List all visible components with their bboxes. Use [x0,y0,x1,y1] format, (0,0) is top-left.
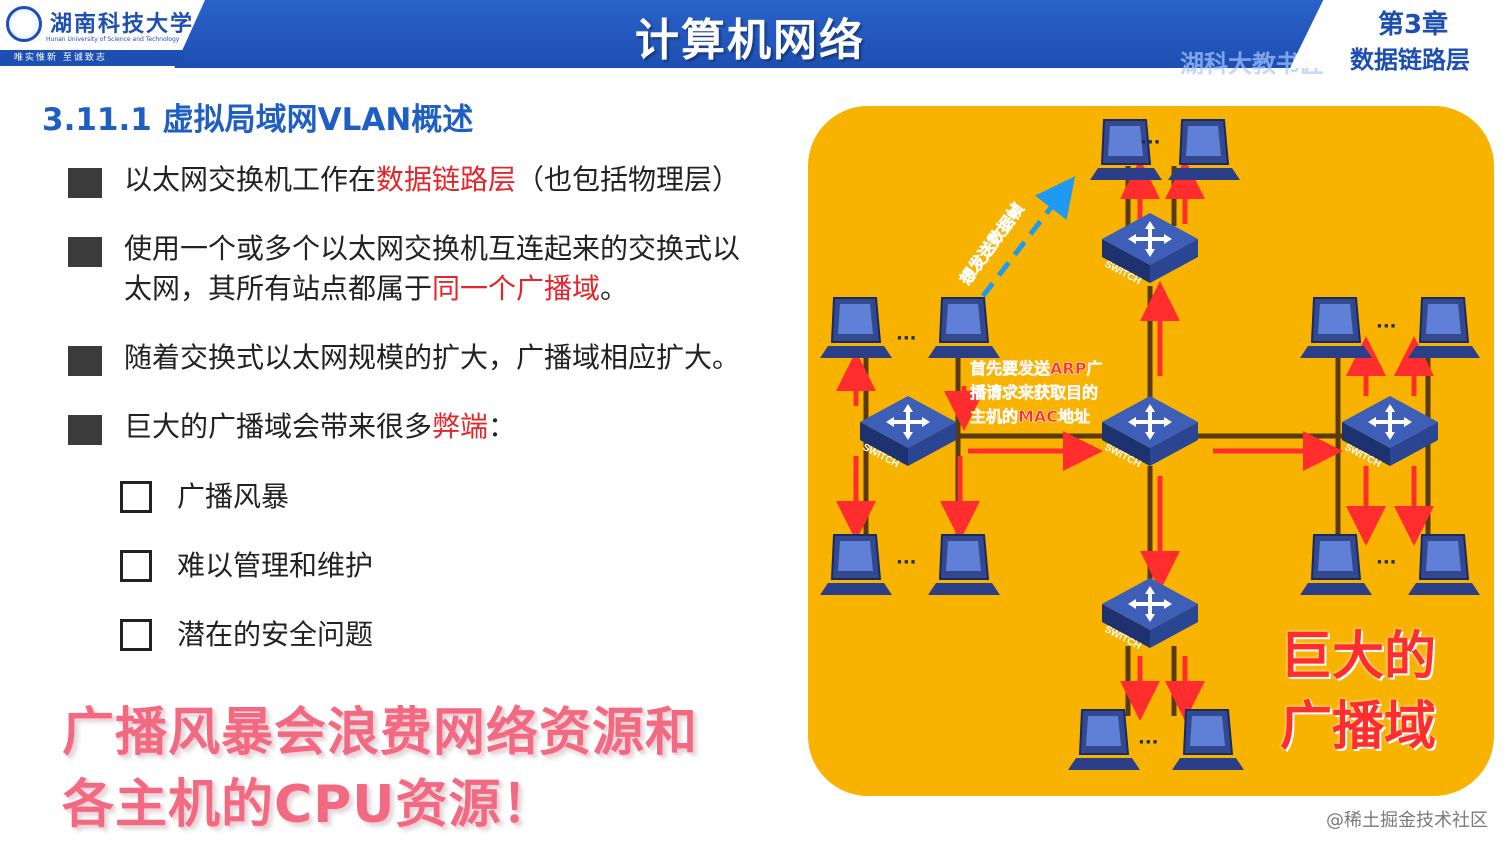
chapter-name: 数据链路层 [1350,46,1470,74]
pc-icon [819,534,893,596]
empty-checkbox-icon [120,619,152,651]
arp-note-line: 首先要发送ARP广 [970,359,1102,378]
university-seal-icon [6,6,42,42]
big-label-line-2: 广播域 [1280,697,1437,757]
bullet-text: 巨大的广播域会带来很多弊端： [124,410,517,443]
university-logo-panel: 湖南科技大学 Hunan University of Science and T… [0,0,205,68]
network-diagram: SWITCH SWITCH SWITCH SWITCH SWITCH ··· ·… [808,106,1494,796]
section-title: 3.11.1 虚拟局域网VLAN概述 [42,102,474,138]
ellipsis: ··· [896,552,917,573]
arp-note-line: 播请求来获取目的 [970,383,1098,402]
pc-icon [1299,534,1373,596]
empty-checkbox-icon [120,550,152,582]
ellipsis: ··· [1376,552,1397,573]
bullet-text: 以太网交换机工作在数据链路层（也包括物理层） [124,163,741,196]
broadcast-arrows [836,159,1434,721]
university-english-name: Hunan University of Science and Technolo… [46,36,180,43]
pc-icon [819,297,893,359]
big-label-line-1: 巨大的 [1280,627,1437,687]
sub-item-text: 广播风暴 [177,480,290,513]
header-bar [0,0,1512,68]
ellipsis: ··· [1140,132,1161,153]
pc-icon [1171,709,1245,771]
emphasis-line-1: 广播风暴会浪费网络资源和 [62,703,699,763]
square-bullet-icon [68,415,102,445]
send-frame-label: 想发送数据帧 [955,200,1027,290]
page-title: 计算机网络 [635,15,865,66]
pc-icon [927,297,1001,359]
ellipsis: ··· [1138,732,1159,753]
pc-icon [1167,119,1241,181]
ellipsis: ··· [896,328,917,349]
university-motto: 唯实惟新 至诚致志 [0,50,184,66]
empty-checkbox-icon [120,481,152,513]
chapter-number: 第3章 [1378,10,1449,40]
emphasis-line-2: 各主机的CPU资源！ [62,775,555,835]
square-bullet-icon [68,237,102,267]
arp-note-line: 主机的MAC地址 [970,407,1090,426]
ellipsis: ··· [1376,316,1397,337]
bullet-text: 随着交换式以太网规模的扩大，广播域相应扩大。 [124,341,741,374]
sub-item-text: 难以管理和维护 [177,549,374,582]
university-name: 湖南科技大学 [50,11,195,37]
pc-icon [1407,297,1481,359]
pc-icon [1067,709,1141,771]
network-diagram-svg: SWITCH SWITCH SWITCH SWITCH SWITCH ··· ·… [819,119,1481,771]
chapter-panel [1290,0,1512,68]
pc-icon [1407,534,1481,596]
square-bullet-icon [68,346,102,376]
square-bullet-icon [68,168,102,198]
bullet-text: 使用一个或多个以太网交换机互连起来的交换式以 太网，其所有站点都属于同一个广播域… [124,232,741,305]
pc-icon [1299,297,1373,359]
send-frame-arrow [981,176,1076,298]
footer-credit: @稀土掘金技术社区 [1326,810,1488,831]
pc-icon [927,534,1001,596]
sub-item-text: 潜在的安全问题 [177,618,374,651]
